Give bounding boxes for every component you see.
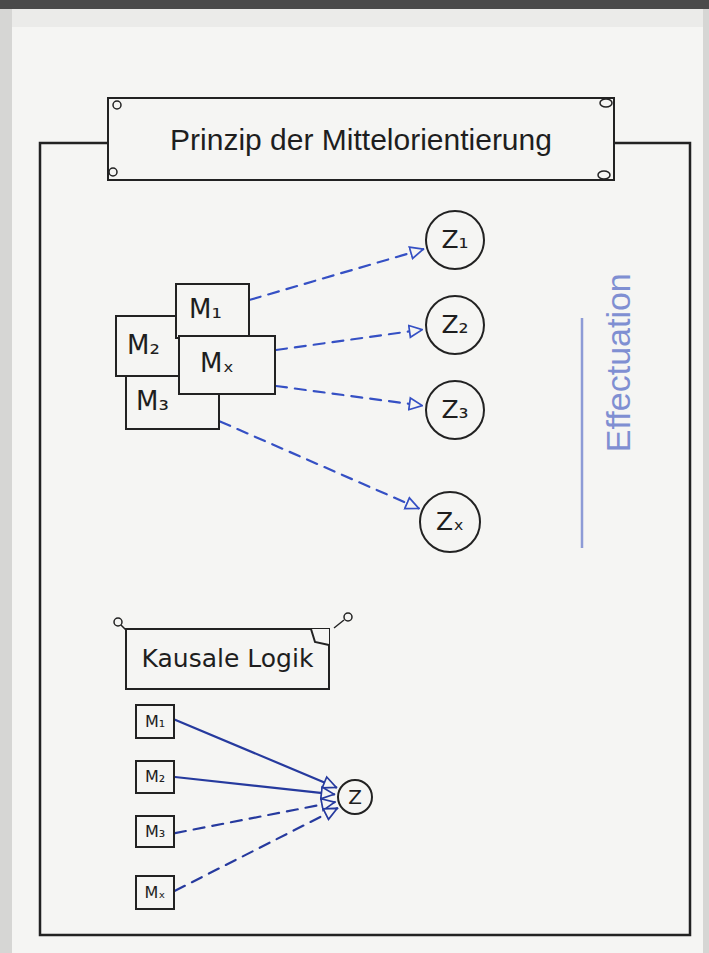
title-box: Prinzip der Mittelorientierung xyxy=(107,97,615,181)
goal-circle: Zₓ xyxy=(419,491,481,553)
text-box: Mₓ xyxy=(135,875,175,910)
title-text: Prinzip der Mittelorientierung xyxy=(170,123,552,156)
node-text: Z₃ xyxy=(441,396,468,424)
text-box: M₁ xyxy=(135,704,175,739)
node-text: Mₓ xyxy=(145,884,166,902)
text-box: M₂ xyxy=(135,760,175,794)
node-text: Z₂ xyxy=(441,311,468,339)
node-text: M₃ xyxy=(145,823,165,841)
node-text: Z xyxy=(348,786,362,808)
text-box: Kausale Logik xyxy=(125,628,330,690)
node-text: Z₁ xyxy=(441,226,468,254)
dashed-arrow xyxy=(276,330,422,350)
text-box: M₃ xyxy=(135,815,175,848)
dashed-arrow xyxy=(175,802,335,833)
goal-circle: Z₂ xyxy=(425,295,485,355)
vertical-label: Effectuation xyxy=(600,273,637,452)
node-text: Zₓ xyxy=(436,508,464,536)
solid-arrow xyxy=(175,720,336,788)
dashed-arrow xyxy=(175,808,337,891)
dashed-arrow xyxy=(250,249,423,300)
goal-circle: Z xyxy=(337,779,373,815)
dashed-arrow xyxy=(276,386,422,406)
node-text: Mₓ xyxy=(200,349,274,378)
node-text: M₁ xyxy=(189,295,248,324)
dashed-arrow xyxy=(220,421,419,508)
solid-arrow xyxy=(175,777,334,794)
goal-circle: Z₁ xyxy=(425,210,485,270)
means-box: M₁ xyxy=(175,283,250,339)
folded-corner xyxy=(309,627,331,647)
node-text: Kausale Logik xyxy=(142,645,314,673)
goal-circle: Z₃ xyxy=(425,380,485,440)
node-text: M₁ xyxy=(145,713,165,731)
means-box: Mₓ xyxy=(178,335,276,395)
node-text: M₂ xyxy=(145,768,165,786)
